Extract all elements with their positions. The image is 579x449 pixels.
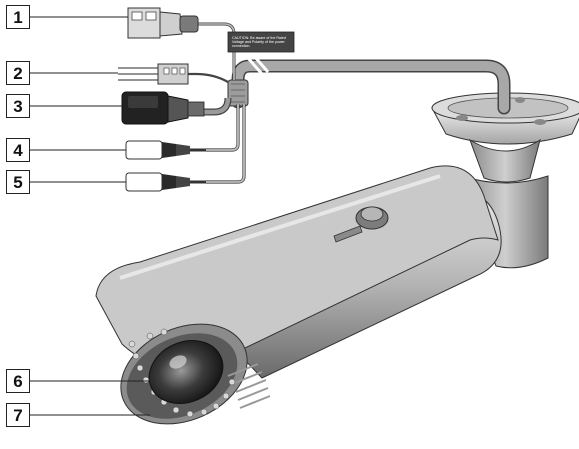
- power-connector: [118, 63, 229, 85]
- callout-7: 7: [6, 403, 30, 427]
- callout-4: 4: [6, 138, 30, 162]
- callout-3: 3: [6, 94, 30, 118]
- camera-housing: [95, 165, 502, 425]
- waterproof-connector: [121, 91, 232, 125]
- ir-led-ring: [128, 328, 236, 418]
- audio-connector: [125, 104, 246, 192]
- caution-label-tag: [227, 31, 295, 53]
- camera-lens: [148, 340, 224, 404]
- video-out-connector: [125, 104, 240, 160]
- leader-lines: [30, 16, 150, 416]
- cable-break-mark: [246, 55, 270, 75]
- caution-label-text: CAUTION: Be aware of the Rated Voltage a…: [232, 36, 286, 49]
- callout-2: 2: [6, 61, 30, 85]
- callout-1: 1: [6, 5, 30, 29]
- callout-6: 6: [6, 369, 30, 393]
- callout-5: 5: [6, 170, 30, 194]
